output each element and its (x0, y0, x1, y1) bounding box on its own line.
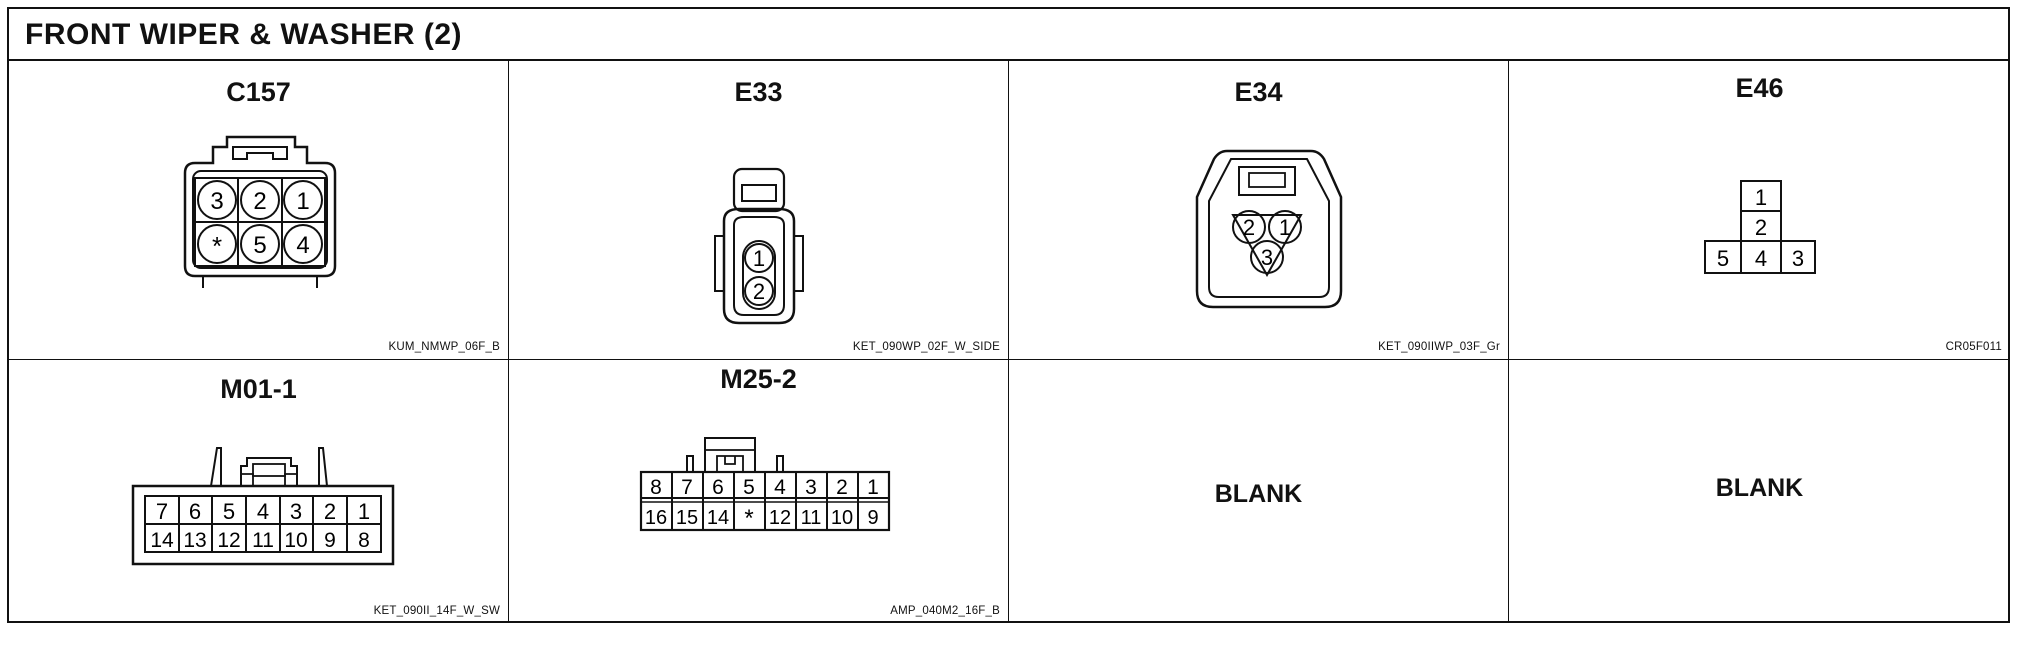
pin-circle (744, 276, 774, 306)
connector-cell-e33: E33 1 2 KET_090WP_02F_W_SIDE (509, 61, 1009, 360)
pin-label: 3 (1792, 246, 1804, 271)
pin-circle (240, 180, 280, 220)
pin-label: 5 (1717, 246, 1729, 271)
pin-label: 11 (252, 529, 274, 552)
pin-label: 2 (253, 188, 266, 215)
connector-code: KUM_NMWP_06F_B (388, 341, 500, 353)
pin-label: 9 (867, 507, 878, 529)
connector-e46-diagram: 1 2 5 4 3 (1704, 180, 1816, 274)
pin-circle (1268, 210, 1302, 244)
pin-label: 7 (156, 499, 168, 524)
connector-name: E46 (1735, 73, 1784, 103)
blank-label: BLANK (1214, 480, 1303, 508)
pin-circle (283, 224, 323, 264)
pin-label: 12 (217, 529, 240, 552)
connector-name: E33 (734, 77, 783, 107)
pin-label: 1 (1279, 215, 1291, 240)
pin-label: 10 (831, 507, 853, 529)
connector-code: KET_090II_14F_W_SW (373, 605, 500, 617)
pin-circle (744, 243, 774, 273)
pin-label: 15 (676, 507, 698, 529)
connector-cell-e46: E46 1 2 5 4 3 CR05F011 (1509, 61, 2010, 360)
connector-c157-diagram: 3 2 1 * 5 4 (183, 135, 337, 288)
pin-label: 1 (1755, 185, 1767, 210)
pin-label: 6 (712, 476, 724, 499)
pin-label: 13 (183, 529, 206, 552)
pin-circle (1232, 210, 1266, 244)
connector-m01-1-diagram: 7 6 5 4 3 2 1 14 13 12 11 10 9 8 (131, 447, 395, 566)
pin-label: 9 (324, 529, 336, 552)
blank-cell: BLANK (1009, 360, 1509, 623)
pin-label: 14 (150, 529, 174, 552)
connector-code: AMP_040M2_16F_B (890, 605, 1000, 617)
connector-cell-m25-2: M25-2 8 7 6 5 4 3 2 1 16 15 (509, 360, 1009, 623)
connector-m25-2-diagram: 8 7 6 5 4 3 2 1 16 15 14 * 12 11 10 9 (639, 437, 891, 532)
pin-label: 5 (223, 499, 235, 524)
pin-circle (240, 224, 280, 264)
pin-label: 4 (296, 232, 309, 259)
title-bar: FRONT WIPER & WASHER (2) (9, 9, 2008, 61)
pin-label: 12 (769, 507, 791, 529)
pin-label: 8 (650, 476, 662, 499)
connector-cell-c157: C157 3 2 1 * 5 4 KUM_NMWP_06F_B (9, 61, 509, 360)
pin-label: 3 (210, 188, 223, 215)
connector-code: CR05F011 (1945, 341, 2002, 353)
pin-label: 1 (358, 499, 370, 524)
connector-name: M01-1 (220, 374, 297, 404)
pin-circle (197, 180, 237, 220)
connector-name: C157 (226, 77, 291, 107)
pin-label: 6 (189, 499, 201, 524)
connector-code: KET_090WP_02F_W_SIDE (852, 341, 1000, 353)
pin-label: 3 (805, 476, 817, 499)
pin-label: 4 (774, 476, 786, 499)
pin-label: * (744, 505, 753, 532)
pin-label: 2 (836, 476, 848, 499)
pin-label: 16 (645, 507, 667, 529)
pin-label: 2 (753, 279, 765, 304)
pin-label: 3 (1261, 245, 1273, 270)
connector-name: M25-2 (720, 364, 797, 394)
page-title: FRONT WIPER & WASHER (2) (25, 18, 462, 51)
blank-label: BLANK (1715, 474, 1804, 502)
diagram-frame: FRONT WIPER & WASHER (2) C157 3 2 1 * 5 … (7, 7, 2010, 623)
pin-circle (1250, 240, 1284, 274)
pin-label: 2 (1243, 215, 1255, 240)
pin-label: 11 (801, 507, 822, 529)
connector-name: E34 (1234, 77, 1283, 107)
pin-label: 2 (1755, 215, 1767, 240)
pin-label: 10 (284, 529, 307, 552)
connector-e33-diagram: 1 2 (714, 167, 804, 325)
pin-label: 1 (867, 476, 879, 499)
pin-label: 1 (753, 246, 765, 271)
pin-label: 4 (1755, 246, 1767, 271)
connector-code: KET_090IIWP_03F_Gr (1378, 341, 1500, 353)
connector-e34-diagram: 2 1 3 (1195, 149, 1343, 309)
blank-cell: BLANK (1509, 360, 2010, 623)
pin-label: 8 (358, 529, 370, 552)
pin-circle (283, 180, 323, 220)
pin-label: 1 (296, 188, 309, 215)
pin-label: 4 (257, 499, 269, 524)
pin-label: 2 (324, 499, 336, 524)
pin-label: 7 (681, 476, 693, 499)
pin-circle (197, 224, 237, 264)
pin-label: 3 (290, 499, 302, 524)
pin-label: 5 (253, 232, 266, 259)
pin-label: 14 (707, 507, 729, 529)
connector-cell-e34: E34 2 1 3 KET_090IIWP_03F_Gr (1009, 61, 1509, 360)
pin-label: * (212, 231, 222, 261)
connector-cell-m01-1: M01-1 7 6 5 4 3 2 1 14 13 12 11 (9, 360, 509, 623)
pin-label: 5 (743, 476, 755, 499)
